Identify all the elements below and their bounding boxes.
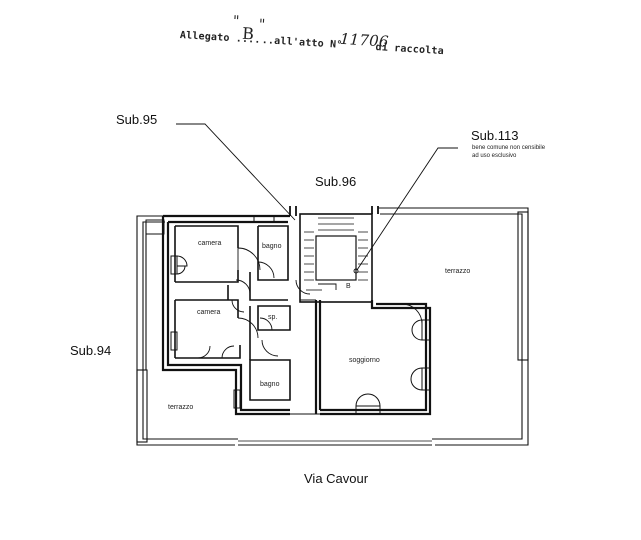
sub113-note-line1: bene comune non censibile [472,145,546,151]
stairwell [289,206,379,303]
stair-mark: B [346,283,351,290]
leader-sub113 [356,147,458,271]
interior-walls [174,225,291,401]
sub94-label: Sub.94 [70,343,112,358]
doors [197,247,423,359]
room-bagno-1: bagno [262,243,282,250]
apartment-walls [161,214,432,416]
room-camera-2: camera [197,309,221,316]
room-soggiorno: soggiorno [349,357,380,364]
sub96-label: Sub.96 [315,174,357,189]
sub113-label: Sub.113 [471,128,519,143]
room-bagno-2: bagno [260,381,280,388]
room-sp: sp. [268,314,278,321]
sub95-label: Sub.95 [116,112,158,127]
room-terrazzo-left: terrazzo [168,404,194,411]
leader-lines [176,123,458,274]
sub113-note-line2: ad uso esclusivo [472,153,517,159]
room-terrazzo-right: terrazzo [445,268,471,275]
terrace-boundary [136,207,529,446]
leader-sub95 [176,123,296,221]
room-camera-1: camera [198,240,222,247]
street-label: Via Cavour [304,471,369,486]
windows [145,215,431,415]
